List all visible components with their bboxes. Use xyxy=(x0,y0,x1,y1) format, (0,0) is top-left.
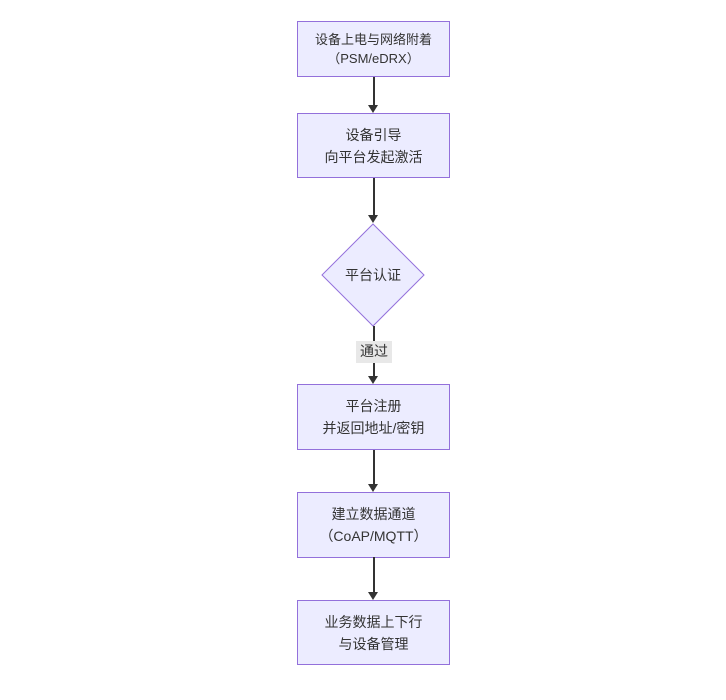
node-power-attach-line2: （PSM/eDRX） xyxy=(327,51,420,66)
node-power-attach-line1: 设备上电与网络附着 xyxy=(314,32,432,47)
node-bootstrap-line2: 向平台发起激活 xyxy=(324,148,423,165)
arrow-line xyxy=(373,77,375,107)
node-business: 业务数据上下行 与设备管理 xyxy=(297,600,450,665)
arrow-head-icon xyxy=(368,592,378,600)
node-register-line1: 平台注册 xyxy=(345,398,402,414)
arrow-head-icon xyxy=(368,484,378,492)
node-register: 平台注册 并返回地址/密钥 xyxy=(297,384,450,450)
node-business-line1: 业务数据上下行 xyxy=(324,613,423,630)
edge-label-pass: 通过 xyxy=(356,341,392,363)
arrow-head-icon xyxy=(368,376,378,384)
arrow-channel-to-business xyxy=(368,557,379,600)
node-data-channel-line1: 建立数据通道 xyxy=(331,506,416,522)
arrow-head-icon xyxy=(368,105,378,113)
arrow-power-to-bootstrap xyxy=(368,77,379,113)
arrow-line xyxy=(373,557,375,594)
arrow-head-icon xyxy=(368,215,378,223)
arrow-bootstrap-to-auth xyxy=(368,178,379,223)
node-data-channel: 建立数据通道 （CoAP/MQTT） xyxy=(297,492,450,558)
node-business-line2: 与设备管理 xyxy=(338,635,409,652)
node-power-attach: 设备上电与网络附着 （PSM/eDRX） xyxy=(297,21,450,77)
arrow-register-to-channel xyxy=(368,450,379,492)
arrow-line xyxy=(373,450,375,486)
node-decision-auth-label: 平台认证 xyxy=(345,267,401,283)
node-bootstrap-line1: 设备引导 xyxy=(345,126,402,143)
node-data-channel-line2: （CoAP/MQTT） xyxy=(319,528,428,544)
node-register-line2: 并返回地址/密钥 xyxy=(322,420,425,436)
node-decision-auth: 平台认证 xyxy=(320,222,426,328)
node-bootstrap: 设备引导 向平台发起激活 xyxy=(297,113,450,178)
arrow-line xyxy=(373,178,375,217)
